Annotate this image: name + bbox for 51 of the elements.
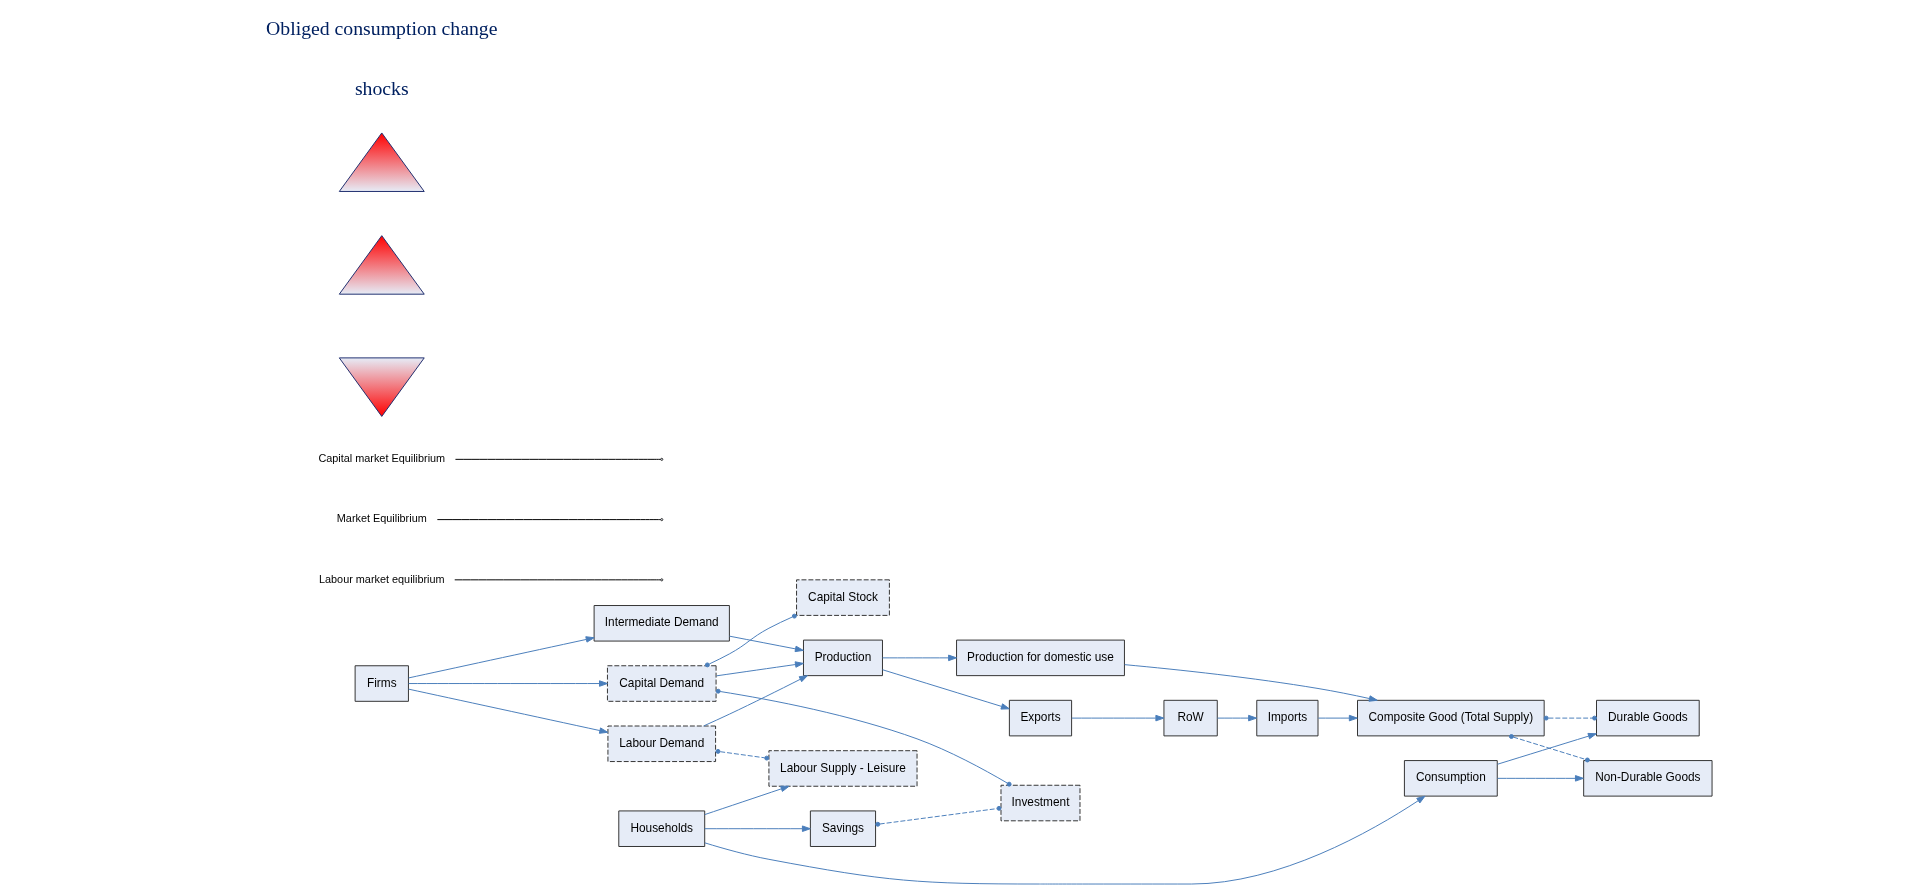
node-box: Capital Stock (795, 579, 890, 616)
label: Obliged consumption change (265, 16, 498, 39)
node-triangle (338, 132, 425, 192)
arrow (1216, 714, 1257, 722)
node-box: Production for domestic use (955, 639, 1125, 677)
node-box: Households (617, 810, 705, 847)
node-box: Firms (354, 665, 409, 702)
node-text: Capital market Equilibrium (317, 452, 445, 465)
arrow (1317, 714, 1358, 722)
arrow (407, 680, 608, 687)
node-box: Investment (1000, 784, 1080, 822)
arrow (703, 825, 811, 832)
arrow (703, 785, 789, 816)
connector (874, 805, 1001, 827)
arrow (881, 669, 1010, 710)
node-box: Labour Demand (606, 725, 716, 763)
node-box: Capital Demand (606, 665, 717, 702)
arrow (1496, 732, 1597, 765)
node-box: Production (802, 639, 883, 677)
arrow (1496, 775, 1584, 782)
connector (704, 613, 797, 668)
node-inverted-triangle (338, 357, 425, 417)
arrow (1123, 664, 1378, 702)
arrow (702, 675, 808, 727)
node-box: Savings (809, 810, 876, 847)
node-box: RoW (1162, 699, 1218, 737)
connector (453, 579, 661, 581)
connector (1508, 734, 1590, 763)
node-box: Imports (1255, 699, 1318, 737)
connector (454, 458, 661, 460)
connector (715, 748, 769, 761)
connector (715, 688, 1012, 787)
arrow (715, 661, 804, 677)
arrow (407, 688, 608, 734)
node-box: Exports (1008, 699, 1072, 737)
node-box: Durable Goods (1595, 699, 1700, 737)
connector (436, 519, 661, 521)
label: shocks (354, 76, 409, 99)
arrow (407, 636, 595, 679)
arrow (728, 635, 804, 653)
arrow (1070, 714, 1164, 722)
node-text: Labour market equilibrium (318, 572, 445, 585)
node-box: Non-Durable Goods (1582, 760, 1713, 797)
node-box: Intermediate Demand (593, 605, 730, 642)
node-text: Market Equilibrium (336, 512, 427, 525)
arrow (703, 795, 1425, 885)
node-box: Labour Supply - Leisure (767, 750, 918, 787)
arrow (881, 654, 957, 662)
connector (1543, 715, 1597, 721)
node-box: Consumption (1403, 760, 1498, 797)
node-triangle (338, 235, 425, 295)
